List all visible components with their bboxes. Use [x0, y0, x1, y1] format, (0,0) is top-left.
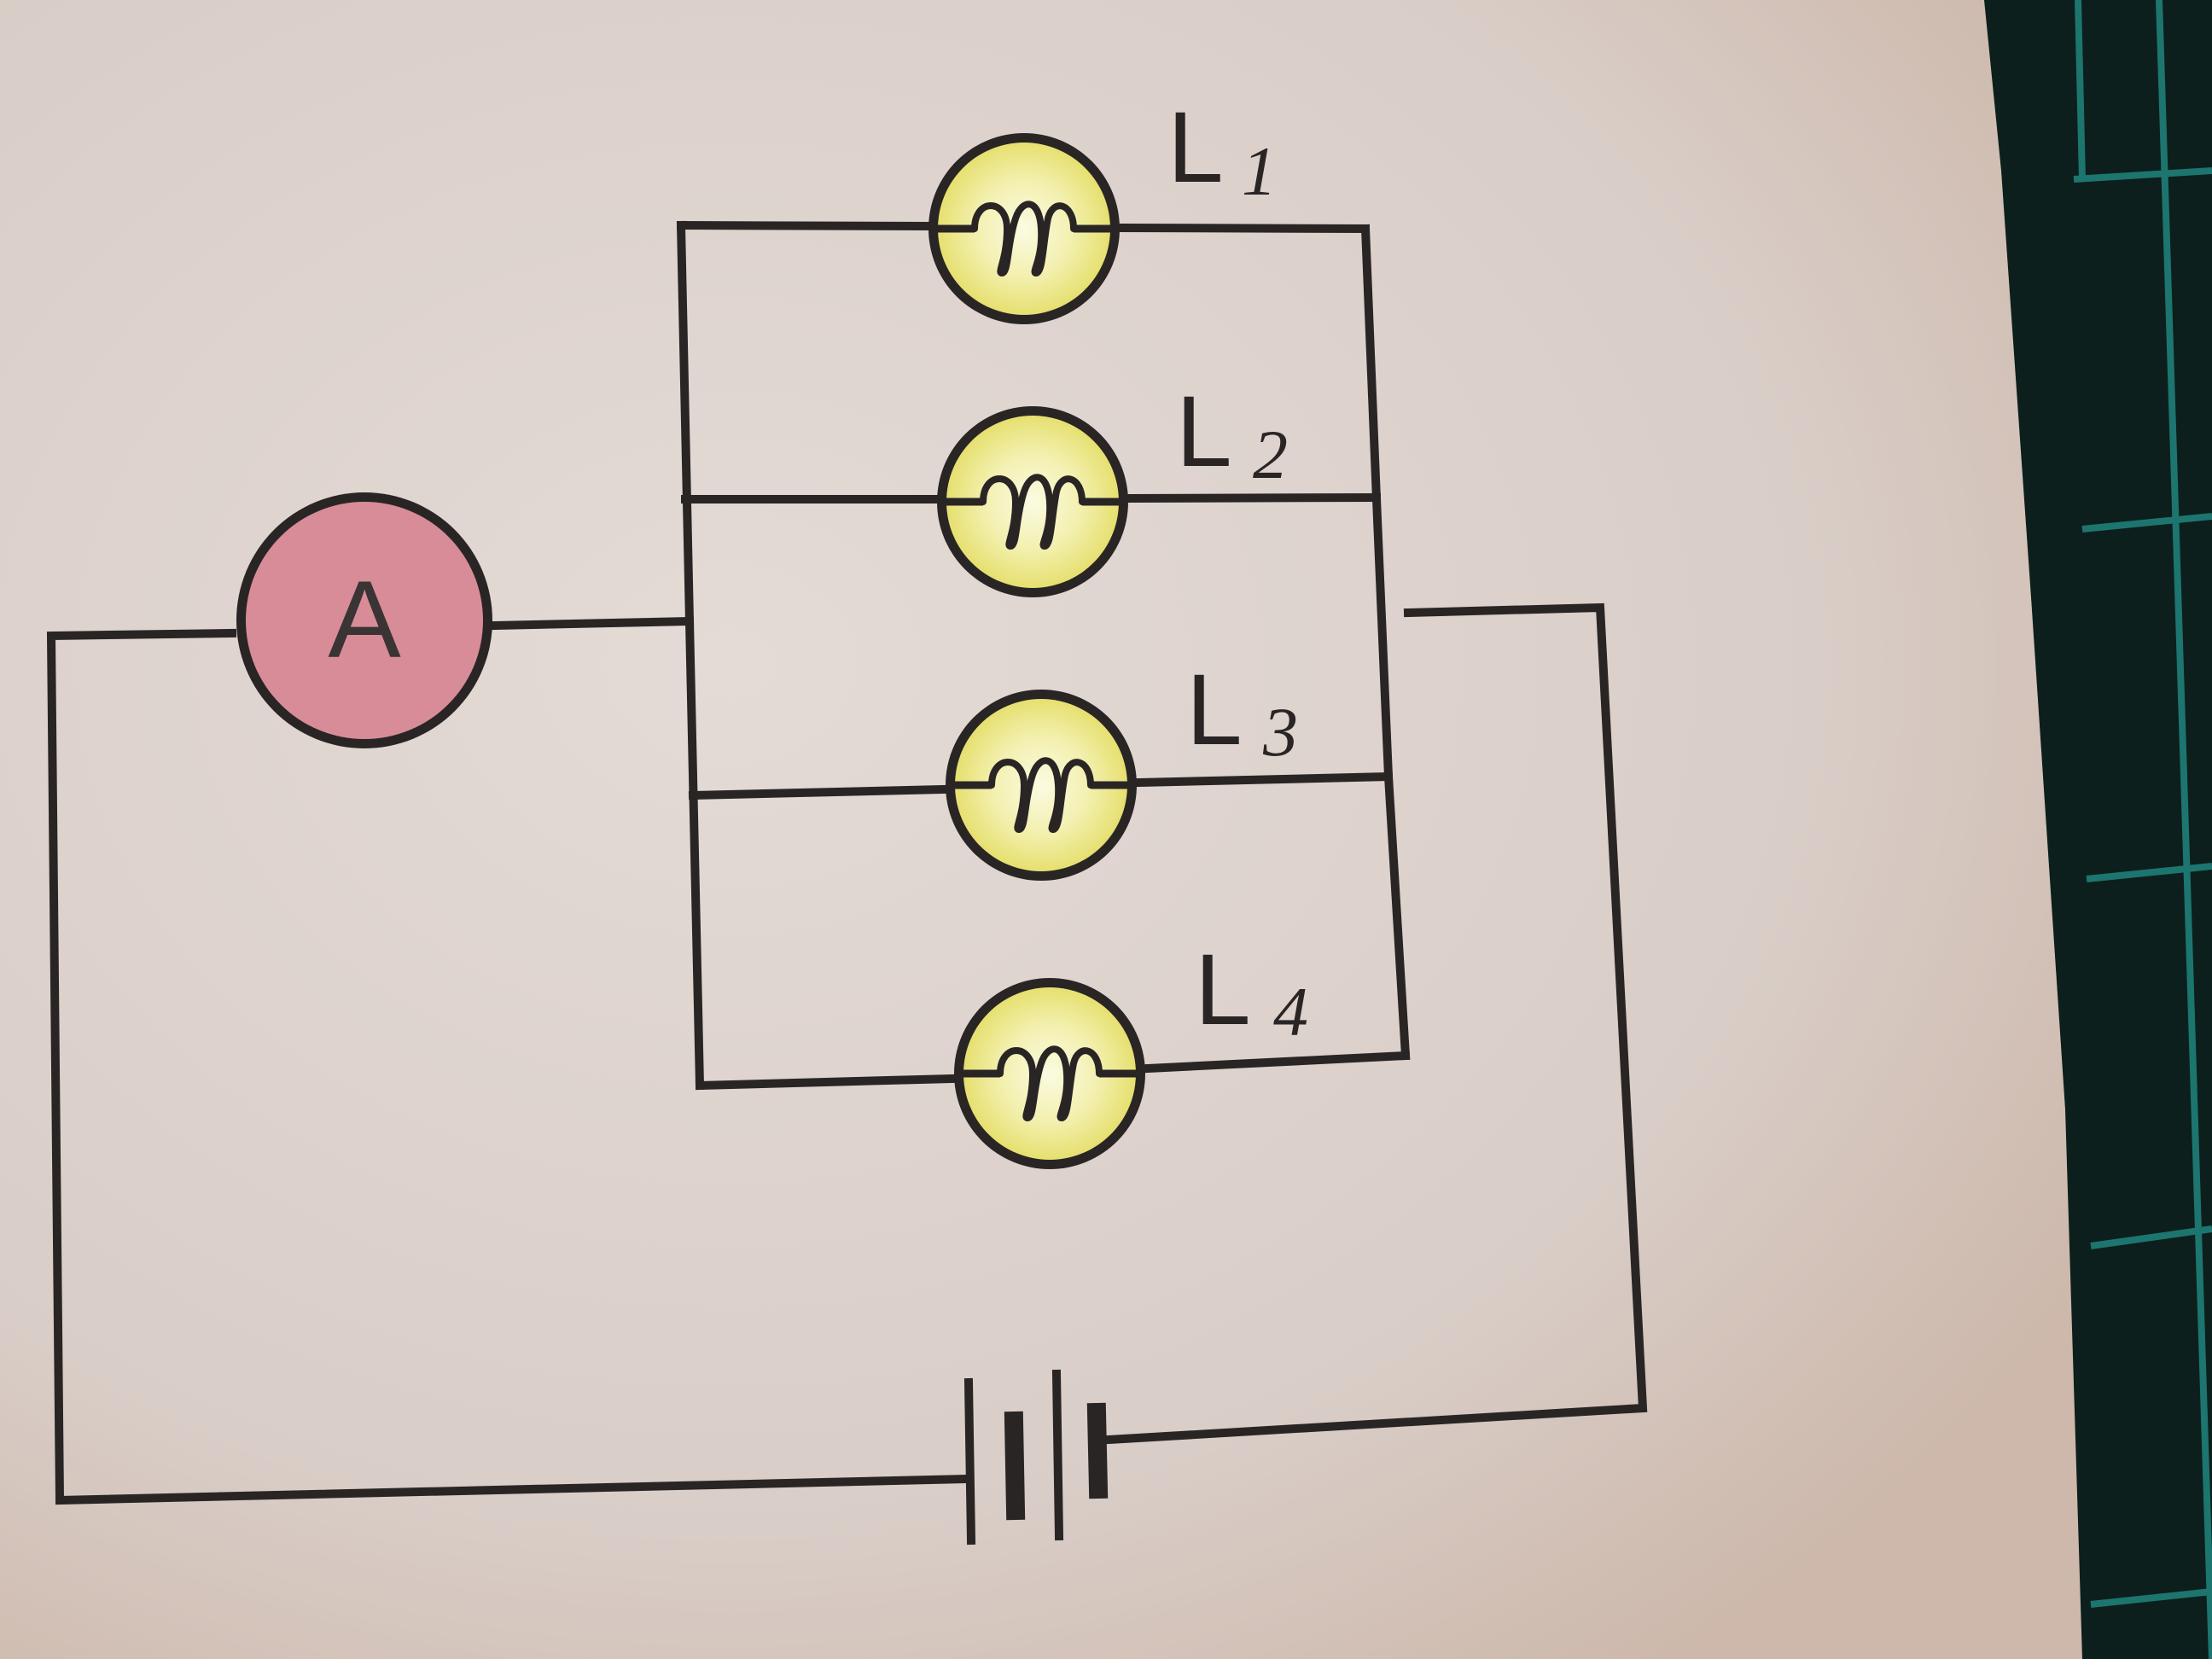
lamp-label-l3: L 3	[1186, 654, 1298, 771]
lamp-label-index: 3	[1262, 693, 1298, 771]
lamp-label-letter: L	[1186, 654, 1243, 766]
lamp-label-l2: L 2	[1176, 375, 1288, 493]
lamp-label-letter: L	[1167, 91, 1224, 204]
lamp-label-letter: L	[1176, 375, 1232, 488]
ammeter-label: A	[328, 559, 401, 681]
lamp-label-index: 4	[1273, 973, 1308, 1051]
ammeter-icon: A	[236, 492, 492, 748]
lamp-icon	[954, 978, 1145, 1169]
lamp-label-l4: L 4	[1195, 934, 1308, 1051]
lamp-icon	[928, 133, 1120, 324]
lamp-icon	[937, 406, 1128, 597]
lamp-icon	[946, 690, 1137, 881]
lamp-label-l1: L 1	[1167, 91, 1277, 210]
battery-icon	[963, 1369, 1109, 1545]
lamp-label-index: 2	[1253, 416, 1288, 493]
lamp-label-letter: L	[1195, 934, 1251, 1046]
circuit-wires	[46, 220, 1648, 1505]
lamp-label-index: 1	[1242, 132, 1277, 210]
